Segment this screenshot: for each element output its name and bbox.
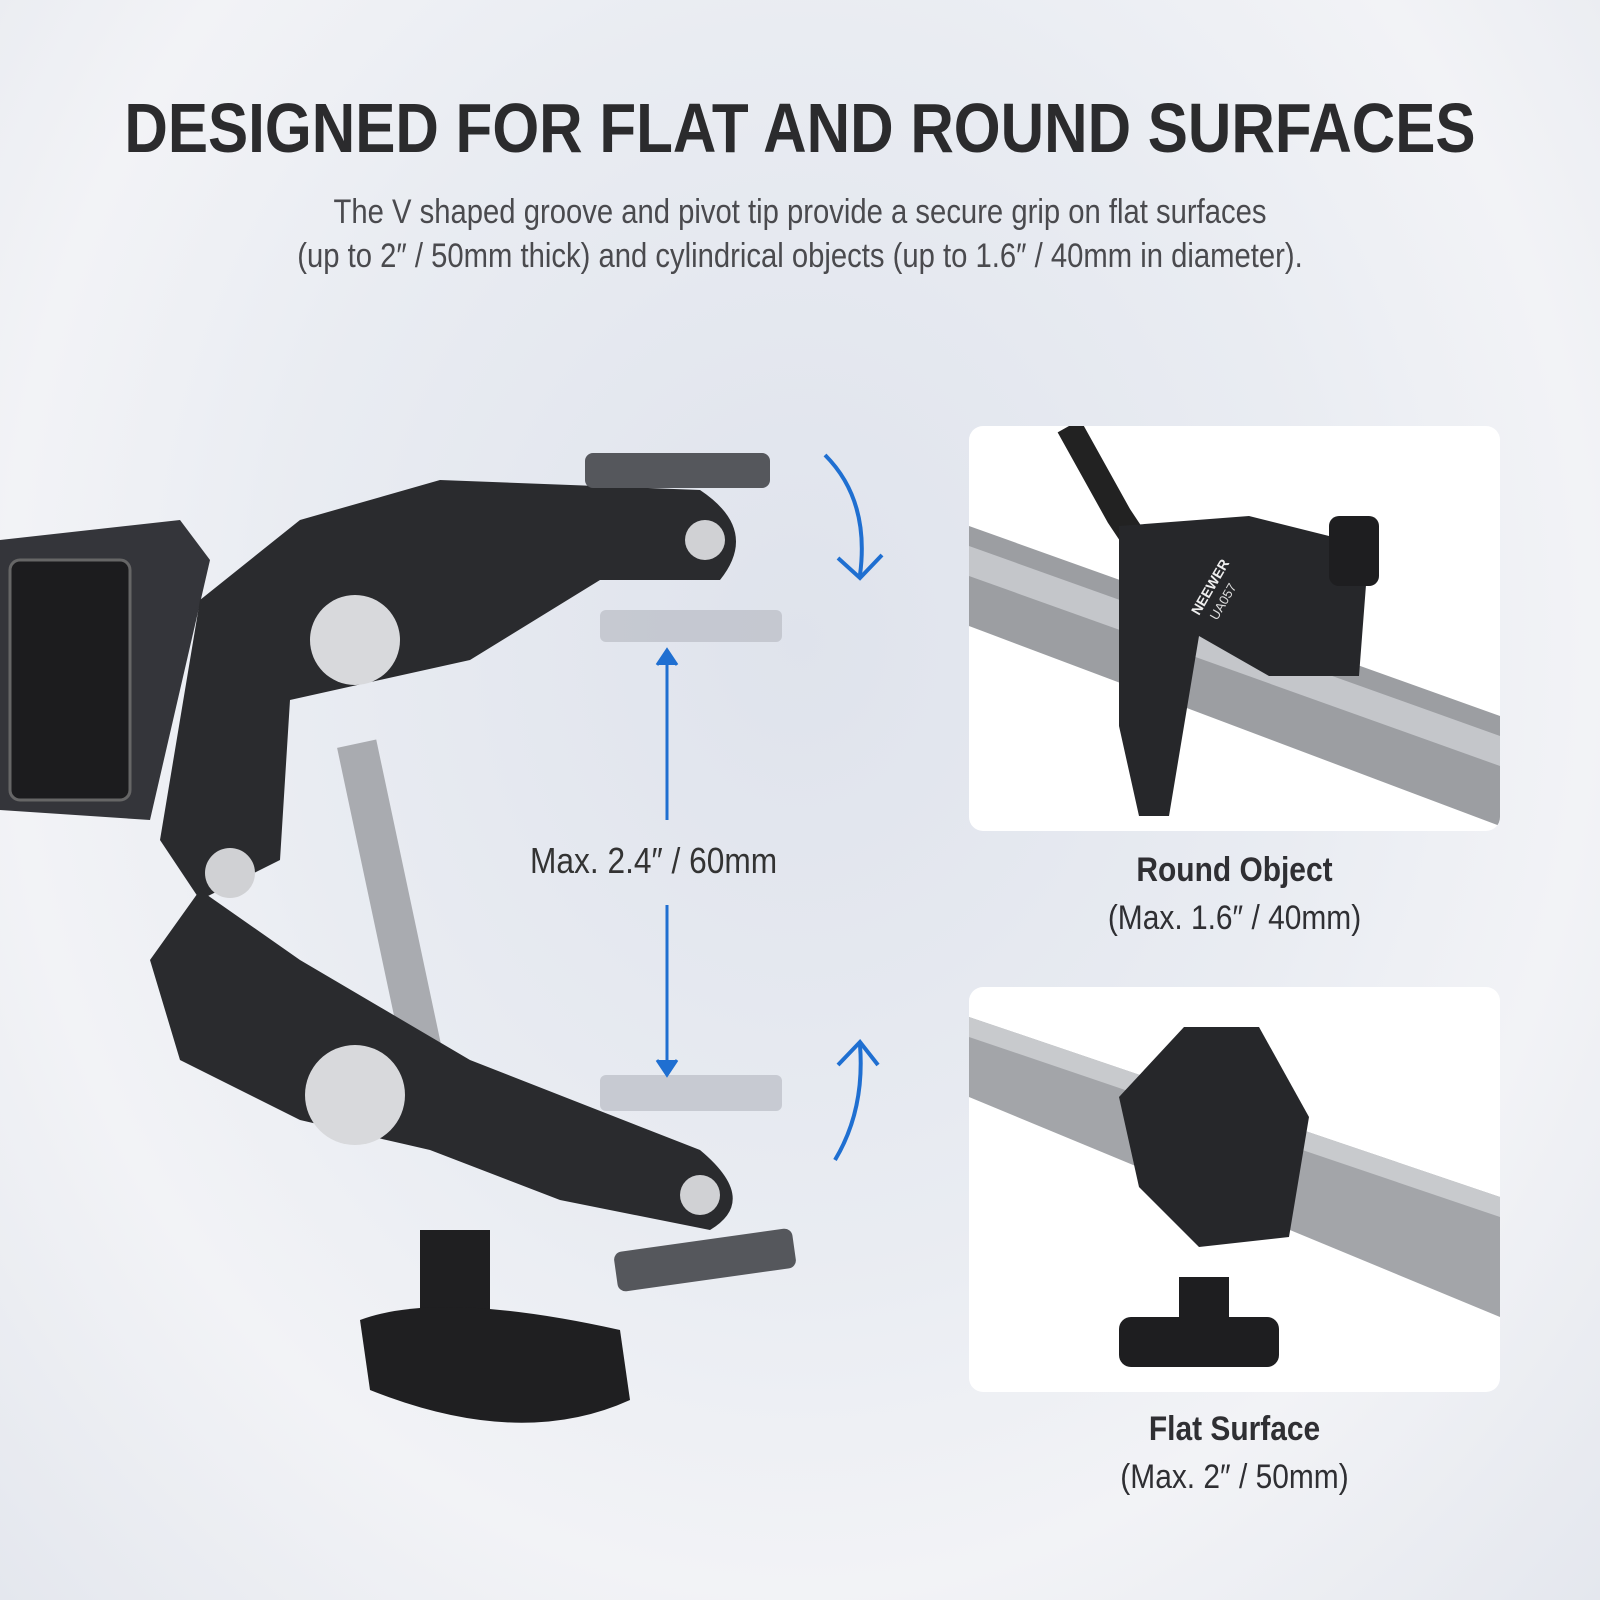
subtitle-line-1: The V shaped groove and pivot tip provid… [333, 193, 1267, 231]
round-object-title: Round Object [1136, 851, 1333, 889]
subtitle: The V shaped groove and pivot tip provid… [112, 190, 1488, 278]
round-object-photo: NEEWER UA057 [969, 426, 1500, 831]
max-opening-label: Max. 2.4″ / 60mm [530, 840, 778, 881]
round-object-caption: Round Object (Max. 1.6″ / 40mm) [1001, 846, 1468, 942]
flat-surface-caption: Flat Surface (Max. 2″ / 50mm) [1001, 1405, 1468, 1501]
flat-surface-title: Flat Surface [1148, 1410, 1321, 1448]
arrow-down-icon [823, 453, 864, 576]
clamp-illustration [0, 453, 884, 1423]
flat-surface-photo [969, 987, 1500, 1392]
flat-surface-detail: (Max. 2″ / 50mm) [1120, 1458, 1349, 1496]
measurement-arrow [655, 647, 679, 1078]
subtitle-line-2: (up to 2″ / 50mm thick) and cylindrical … [297, 237, 1303, 275]
round-object-detail: (Max. 1.6″ / 40mm) [1107, 899, 1362, 937]
page-title: DESIGNED FOR FLAT AND ROUND SURFACES [124, 89, 1476, 167]
arrow-up-icon [833, 1044, 863, 1162]
